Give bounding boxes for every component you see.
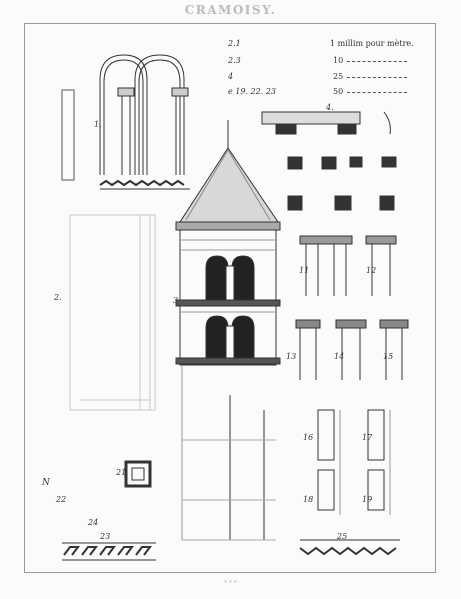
fig14-label: 14 (334, 352, 345, 361)
scale-row-50-label: 50 (333, 87, 344, 96)
fig22-label: 22 (56, 495, 67, 504)
modillion-details-drawing (287, 156, 397, 211)
faint-section-drawing (69, 214, 156, 411)
scale-row-10-label: 10 (333, 56, 344, 65)
fig12-label: 12 (366, 266, 377, 275)
fig21-label: 21 (116, 468, 127, 477)
fig1-label: 1. (94, 120, 102, 129)
fig19-label: 19 (362, 495, 373, 504)
capital-pilaster-drawings (299, 235, 397, 296)
fig17-label: 17 (362, 433, 373, 442)
fig16-label: 16 (303, 433, 314, 442)
scale-row-25-label: 25 (333, 72, 344, 81)
tower-plan-drawing (124, 460, 152, 488)
plate-title: CRAMOISY. (184, 3, 277, 17)
fig18-label: 18 (303, 495, 314, 504)
legend-item-2: 2.3 (228, 56, 241, 65)
plate-footer: * * * (224, 580, 237, 587)
cornice-profile-drawing (261, 111, 391, 135)
fig13-label: 13 (286, 352, 297, 361)
fig25-label: 25 (337, 532, 348, 541)
frieze-drawing (299, 539, 400, 556)
fig23-label: 23 (100, 532, 111, 541)
dentil-frieze-drawing (62, 542, 156, 561)
scale-row-25: 25 (333, 72, 408, 81)
twin-arch-window-drawing (61, 54, 190, 190)
legend-item-1: 2.1 (228, 39, 241, 48)
plate-border (24, 23, 436, 573)
column-capitals-row-drawing (295, 319, 409, 380)
fig24-label: 24 (88, 518, 99, 527)
scale-row-50: 50 (333, 87, 408, 96)
fig2-label: 2. (54, 293, 62, 302)
fig15-label: 15 (383, 352, 394, 361)
legend-item-4: e 19. 22. 23 (228, 87, 276, 96)
scale-row-10: 10 (333, 56, 408, 65)
fig4-label: 4. (326, 103, 334, 112)
fig11-label: 11 (299, 266, 310, 275)
bell-tower-drawing (175, 120, 281, 541)
scale-header: 1 millim pour mètre. (330, 39, 414, 48)
pier-section-drawings (317, 409, 391, 515)
legend-item-3: 4 (228, 72, 234, 81)
north-label: N (42, 478, 50, 488)
